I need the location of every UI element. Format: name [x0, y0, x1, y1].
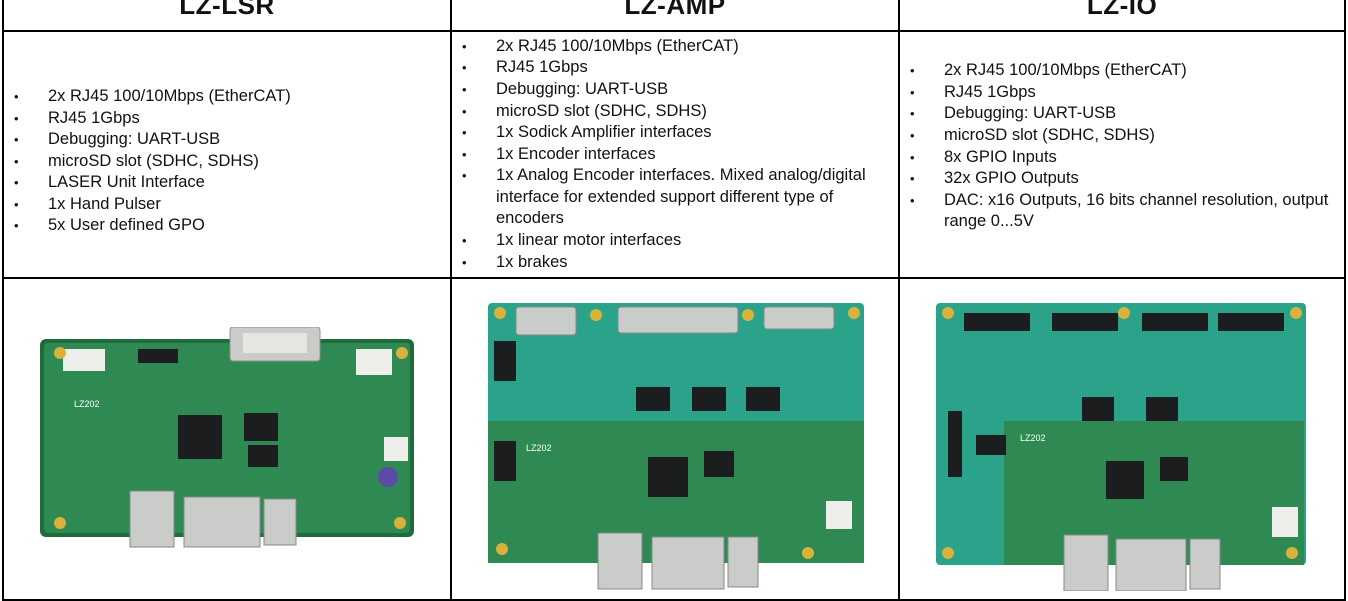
- board-label: LZ202: [74, 399, 100, 409]
- list-item: microSD slot (SDHC, SDHS): [14, 151, 442, 173]
- product-name: LZ-AMP: [624, 0, 726, 20]
- feature-list: 2x RJ45 100/10Mbps (EtherCAT) RJ45 1Gbps…: [452, 36, 898, 274]
- list-item: 8x GPIO Inputs: [910, 147, 1336, 169]
- list-item: microSD slot (SDHC, SDHS): [462, 101, 890, 123]
- pcb-photo-lz-lsr: LZ202: [40, 327, 414, 548]
- pcb-photo-lz-amp: LZ202: [488, 303, 864, 590]
- features-cell-lz-io: 2x RJ45 100/10Mbps (EtherCAT) RJ45 1Gbps…: [898, 30, 1346, 279]
- feature-list: 2x RJ45 100/10Mbps (EtherCAT) RJ45 1Gbps…: [4, 86, 450, 237]
- list-item: 1x Hand Pulser: [14, 194, 442, 216]
- list-item: 2x RJ45 100/10Mbps (EtherCAT): [910, 60, 1336, 82]
- list-item: 1x Analog Encoder interfaces. Mixed anal…: [462, 165, 890, 230]
- feature-list: 2x RJ45 100/10Mbps (EtherCAT) RJ45 1Gbps…: [900, 60, 1344, 233]
- board-label: LZ202: [1020, 433, 1046, 443]
- board-label: LZ202: [526, 443, 552, 453]
- list-item: 2x RJ45 100/10Mbps (EtherCAT): [14, 86, 442, 108]
- product-header-lz-amp: LZ-AMP: [450, 0, 900, 32]
- features-row: 2x RJ45 100/10Mbps (EtherCAT) RJ45 1Gbps…: [2, 30, 1346, 279]
- list-item: microSD slot (SDHC, SDHS): [910, 125, 1336, 147]
- image-row: LZ202: [2, 277, 1346, 601]
- features-cell-lz-amp: 2x RJ45 100/10Mbps (EtherCAT) RJ45 1Gbps…: [450, 30, 900, 279]
- list-item: Debugging: UART-USB: [910, 103, 1336, 125]
- list-item: RJ45 1Gbps: [462, 57, 890, 79]
- list-item: RJ45 1Gbps: [910, 82, 1336, 104]
- product-name: LZ-LSR: [179, 0, 275, 20]
- list-item: LASER Unit Interface: [14, 172, 442, 194]
- product-name: LZ-IO: [1086, 0, 1158, 20]
- list-item: 2x RJ45 100/10Mbps (EtherCAT): [462, 36, 890, 58]
- header-row: LZ-LSR LZ-AMP LZ-IO: [2, 0, 1346, 32]
- product-header-lz-io: LZ-IO: [898, 0, 1346, 32]
- features-cell-lz-lsr: 2x RJ45 100/10Mbps (EtherCAT) RJ45 1Gbps…: [2, 30, 452, 279]
- product-header-lz-lsr: LZ-LSR: [2, 0, 452, 32]
- list-item: Debugging: UART-USB: [14, 129, 442, 151]
- list-item: 1x linear motor interfaces: [462, 230, 890, 252]
- list-item: RJ45 1Gbps: [14, 108, 442, 130]
- list-item: 1x Sodick Amplifier interfaces: [462, 122, 890, 144]
- image-cell-lz-io: LZ202: [898, 277, 1346, 601]
- image-cell-lz-amp: LZ202: [450, 277, 900, 601]
- list-item: 1x brakes: [462, 252, 890, 274]
- list-item: Debugging: UART-USB: [462, 79, 890, 101]
- list-item: 1x Encoder interfaces: [462, 144, 890, 166]
- pcb-photo-lz-io: LZ202: [936, 303, 1306, 591]
- list-item: DAC: x16 Outputs, 16 bits channel resolu…: [910, 190, 1336, 233]
- list-item: 5x User defined GPO: [14, 215, 442, 237]
- image-cell-lz-lsr: LZ202: [2, 277, 452, 601]
- list-item: 32x GPIO Outputs: [910, 168, 1336, 190]
